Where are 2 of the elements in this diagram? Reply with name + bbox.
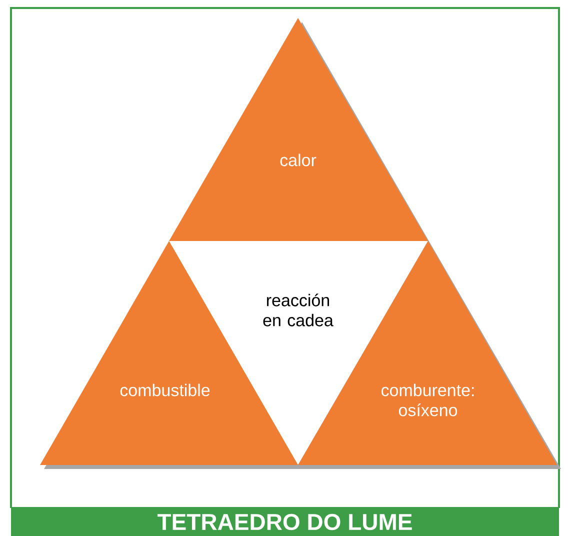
title-banner: TETRAEDRO DO LUME (11, 507, 559, 536)
triangle-panel: calor (169, 18, 428, 241)
